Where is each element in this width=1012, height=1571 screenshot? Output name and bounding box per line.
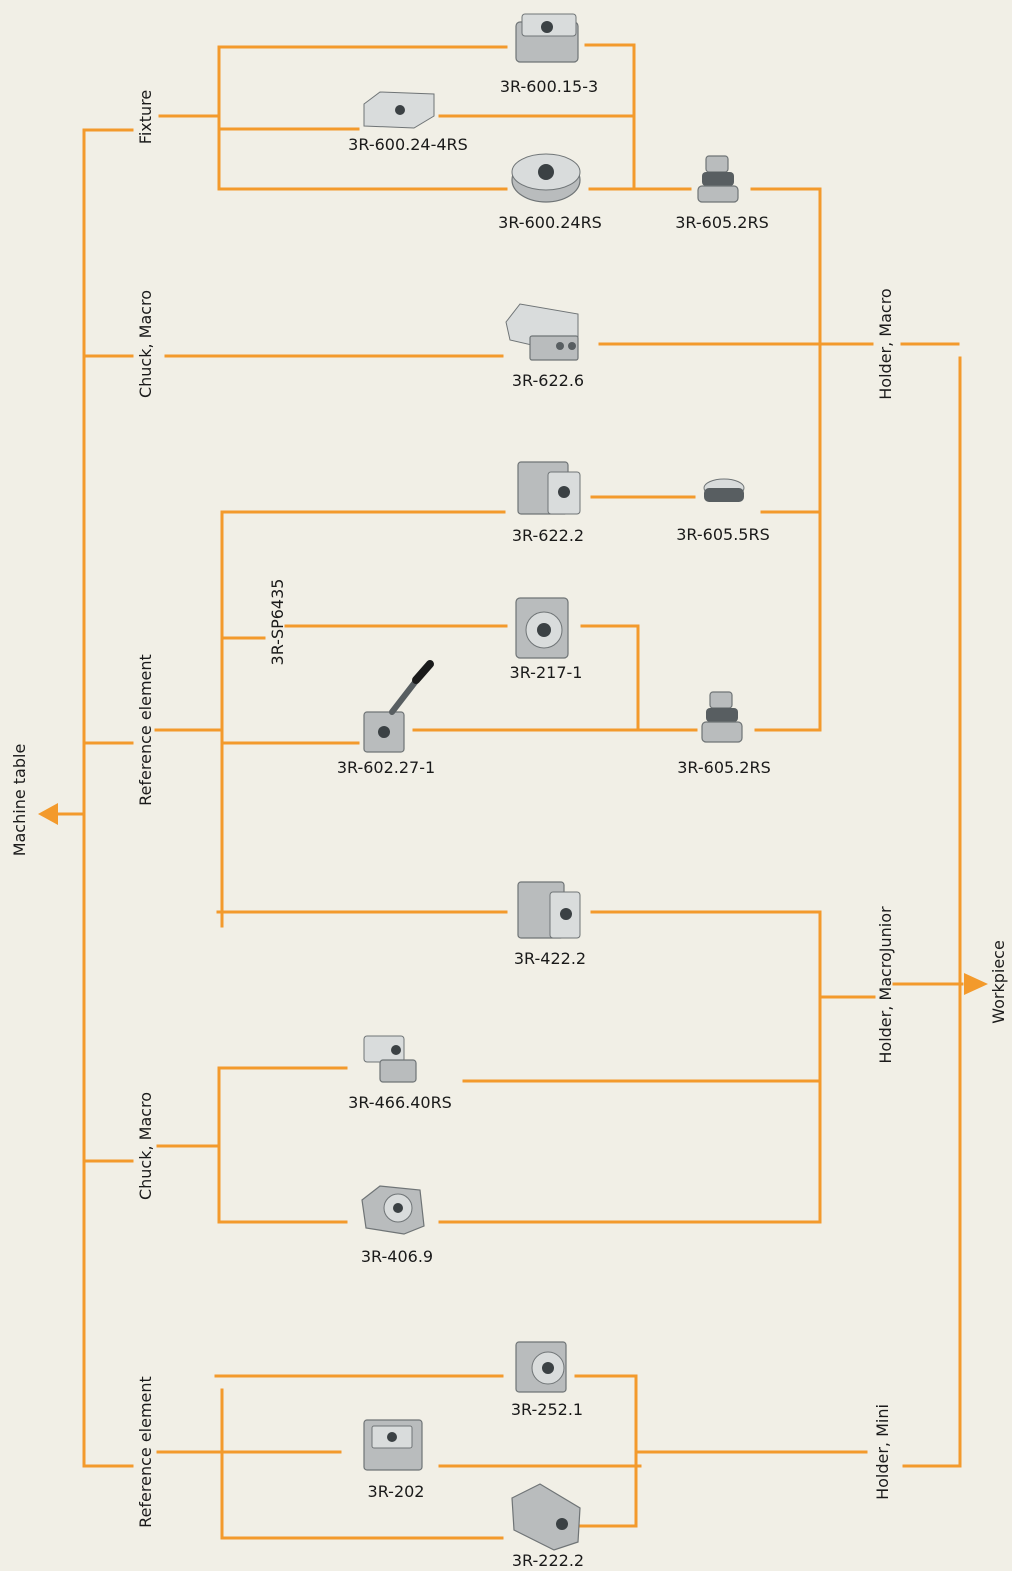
part-600-15-3: 3R-600.15-3 [500,13,598,96]
part-605-2rs-mid-image [701,691,743,743]
part-422-2: 3R-422.2 [514,881,586,968]
part-217-1: 3R-217-1 [510,597,583,682]
part-600-15-3-label: 3R-600.15-3 [500,77,598,96]
part-605-2rs-top-label: 3R-605.2RS [675,213,769,232]
part-202: 3R-202 [363,1419,425,1501]
part-222-2: 3R-222.2 [511,1483,584,1570]
part-600-24-4rs-label: 3R-600.24-4RS [348,135,468,154]
part-222-2-label: 3R-222.2 [512,1551,584,1570]
holder-macro-label: Holder, Macro [876,288,895,399]
part-406-9-image [361,1185,425,1235]
part-622-2-label: 3R-622.2 [512,526,584,545]
part-422-2-image [517,881,581,939]
holder-macrojunior-label: Holder, MacroJunior [876,906,895,1064]
part-422-2-label: 3R-422.2 [514,949,586,968]
part-622-6-image [505,303,579,361]
part-600-24rs-label: 3R-600.24RS [498,213,602,232]
holder-mini-label: Holder, Mini [873,1404,892,1500]
fixture-label: Fixture [136,90,155,144]
part-466-40rs-image [363,1035,417,1083]
part-605-2rs-mid-label: 3R-605.2RS [677,758,771,777]
part-602-27-1: 3R-602.27-1 [337,660,435,777]
part-406-9: 3R-406.9 [361,1185,433,1266]
machine-table-label: Machine table [10,744,29,857]
sp6435-label: 3R-SP6435 [268,579,287,666]
part-202-label: 3R-202 [368,1482,425,1501]
part-605-2rs-top-image [697,155,739,203]
part-622-2-image [517,461,581,515]
part-622-6-label: 3R-622.6 [512,371,584,390]
part-252-1-label: 3R-252.1 [511,1400,583,1419]
part-600-24-4rs: 3R-600.24-4RS [348,91,468,154]
part-222-2-image [511,1483,581,1551]
part-622-6: 3R-622.6 [505,303,584,390]
workpiece-label: Workpiece [989,940,1008,1024]
part-602-27-1-image [363,660,434,753]
reference-element-label-2: Reference element [136,1376,155,1528]
part-602-27-1-label: 3R-602.27-1 [337,758,435,777]
part-600-15-3-image [515,13,579,63]
part-252-1: 3R-252.1 [511,1341,583,1419]
part-605-5rs-image [703,478,745,502]
reference-element-label-1: Reference element [136,654,155,806]
part-217-1-label: 3R-217-1 [510,663,583,682]
part-600-24rs-image [511,153,581,203]
part-466-40rs-label: 3R-466.40RS [348,1093,452,1112]
chuck-macro-label-2: Chuck, Macro [136,1092,155,1200]
workpiece-arrow [964,973,988,995]
part-605-5rs: 3R-605.5RS [676,478,770,544]
part-605-2rs-top: 3R-605.2RS [675,155,769,232]
part-466-40rs: 3R-466.40RS [348,1035,452,1112]
chuck-macro-label-1: Chuck, Macro [136,290,155,398]
part-202-image [363,1419,423,1471]
machine-table-arrow [38,803,58,825]
part-622-2: 3R-622.2 [512,461,584,545]
part-605-5rs-label: 3R-605.5RS [676,525,770,544]
part-600-24rs: 3R-600.24RS [498,153,602,232]
part-605-2rs-mid: 3R-605.2RS [677,691,771,777]
connector-lines [38,43,988,1540]
part-406-9-label: 3R-406.9 [361,1247,433,1266]
part-217-1-image [515,597,569,659]
part-600-24-4rs-image [363,91,435,129]
part-252-1-image [515,1341,567,1393]
